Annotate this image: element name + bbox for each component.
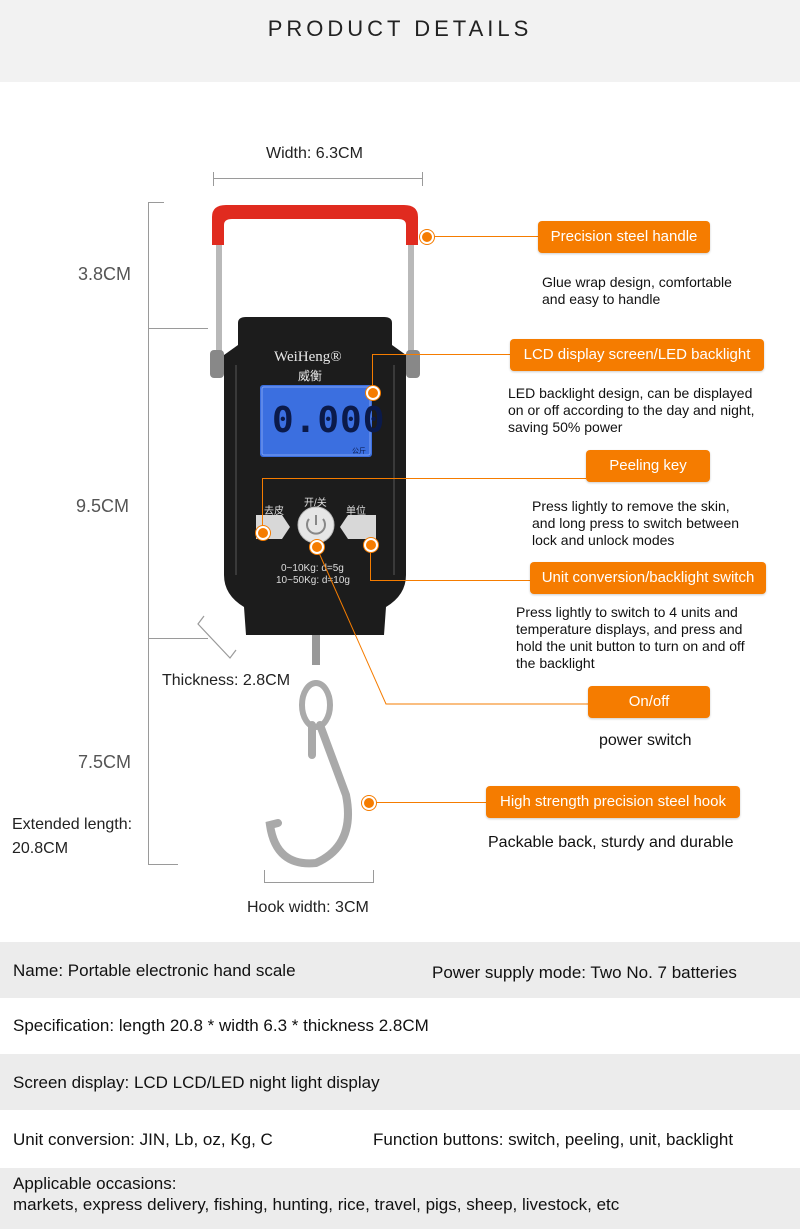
feature-desc-handle: Glue wrap design, comfortable and easy t…	[542, 274, 732, 307]
spec-row-screen: Screen display: LCD LCD/LED night light …	[0, 1054, 800, 1110]
handle-wire-right	[408, 235, 414, 365]
steel-hook	[265, 721, 352, 868]
spec-specification: Specification: length 20.8 * width 6.3 *…	[13, 1016, 429, 1035]
lcd-readout: 0.000	[272, 400, 386, 441]
dot-unit	[364, 538, 378, 552]
hook-height-label: 7.5CM	[78, 752, 132, 772]
dot-hook	[362, 796, 376, 810]
spec-row-occasions: Applicable occasions: markets, express d…	[0, 1168, 800, 1229]
spec-units: Unit conversion: JIN, Lb, oz, Kg, C	[13, 1130, 273, 1149]
dot-tare	[256, 526, 270, 540]
body-height-label: 9.5CM	[76, 496, 130, 516]
dot-handle	[420, 230, 434, 244]
width-label: Width: 6.3CM	[266, 145, 363, 162]
feature-badge-handle: Precision steel handle	[538, 221, 710, 253]
thickness-bracket	[197, 615, 237, 659]
hook-width-bracket	[264, 882, 374, 883]
spec-row-name: Name: Portable electronic hand scale Pow…	[0, 942, 800, 998]
feature-desc-hook: Packable back, sturdy and durable	[488, 834, 734, 851]
spec-name: Name: Portable electronic hand scale	[13, 961, 296, 980]
handle-grip	[212, 205, 418, 245]
lcd-unit: 公斤	[352, 448, 366, 455]
handle-wire-left	[216, 235, 222, 365]
handle-height-label: 3.8CM	[78, 264, 132, 284]
brand-logo: WeiHeng®	[274, 349, 342, 365]
leader-handle	[426, 236, 538, 237]
leader-power	[315, 545, 590, 705]
spec-occasions: markets, express delivery, fishing, hunt…	[13, 1195, 620, 1214]
feature-badge-lcd: LCD display screen/LED backlight	[510, 339, 764, 371]
spec-row-units: Unit conversion: JIN, Lb, oz, Kg, C Func…	[0, 1110, 800, 1168]
spec-functions: Function buttons: switch, peeling, unit,…	[373, 1130, 734, 1149]
feature-desc-power: power switch	[599, 732, 692, 749]
extended-length-label: Extended length:	[12, 816, 133, 833]
range-line-1: 0~10Kg: d=5g	[281, 563, 344, 574]
dot-power	[310, 540, 324, 554]
power-label: 开/关	[304, 498, 327, 509]
power-icon	[306, 518, 326, 535]
spec-power: Power supply mode: Two No. 7 batteries	[432, 963, 737, 982]
feature-badge-unit: Unit conversion/backlight switch	[530, 562, 766, 594]
width-bracket	[213, 178, 423, 179]
feature-badge-power: On/off	[588, 686, 710, 718]
hook-width-label: Hook width: 3CM	[247, 899, 369, 916]
brand-cn: 威衡	[298, 369, 323, 383]
dot-lcd	[366, 386, 380, 400]
lcd-screen	[260, 385, 372, 457]
unit-label: 单位	[346, 506, 366, 517]
page-title: PRODUCT DETAILS	[267, 16, 533, 41]
feature-desc-unit: Press lightly to switch to 4 units and t…	[516, 604, 745, 671]
header-band: PRODUCT DETAILS	[0, 0, 800, 82]
scale-illustration	[210, 205, 420, 868]
feature-badge-hook: High strength precision steel hook	[486, 786, 740, 818]
height-bracket	[148, 202, 149, 864]
feature-desc-lcd: LED backlight design, can be displayed o…	[508, 385, 755, 435]
feature-desc-peeling: Press lightly to remove the skin, and lo…	[532, 498, 740, 548]
thickness-label: Thickness: 2.8CM	[162, 672, 291, 689]
extended-length-value: 20.8CM	[12, 840, 69, 857]
spec-occasions-label: Applicable occasions:	[13, 1174, 177, 1193]
hook-chain	[312, 635, 320, 665]
unit-button	[340, 515, 376, 539]
range-line-2: 10~50Kg: d=10g	[276, 575, 350, 586]
spec-row-spec: Specification: length 20.8 * width 6.3 *…	[0, 998, 800, 1054]
feature-badge-peeling: Peeling key	[586, 450, 710, 482]
spec-screen: Screen display: LCD LCD/LED night light …	[13, 1073, 380, 1092]
tare-label: 去皮	[264, 506, 284, 517]
